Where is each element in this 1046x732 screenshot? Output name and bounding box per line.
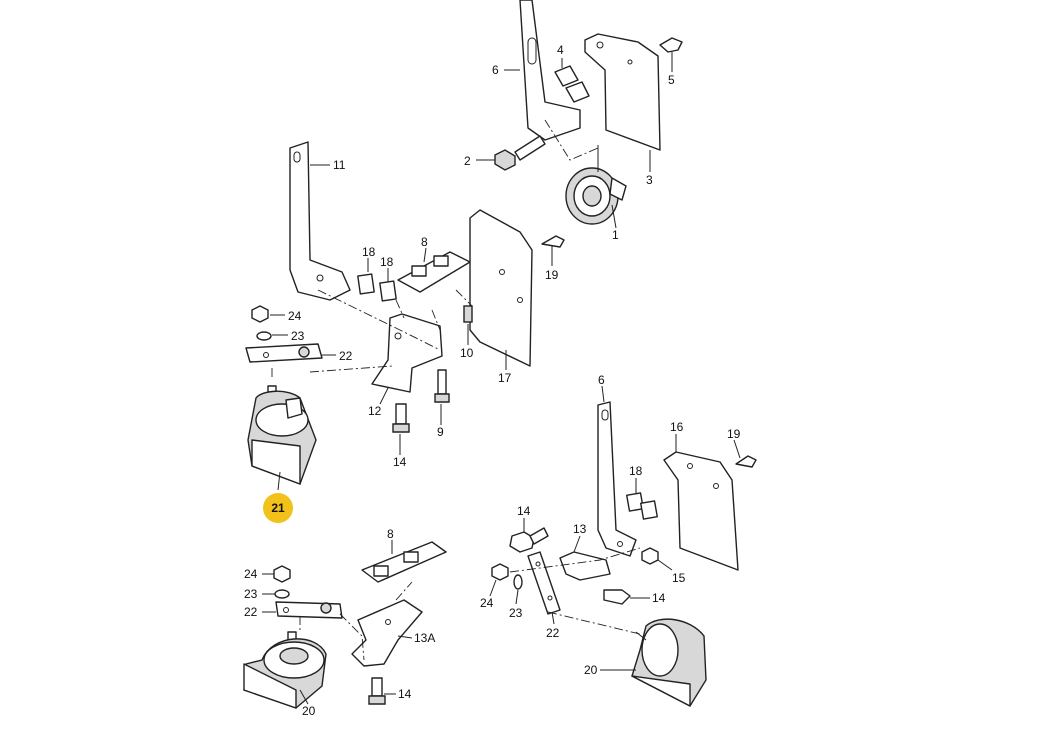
callout-13A[interactable]: 13A — [414, 631, 435, 645]
horn-20-bottom[interactable] — [243, 631, 327, 709]
callout-19-right[interactable]: 19 — [727, 427, 741, 441]
nut-15[interactable] — [641, 547, 659, 565]
callout-16[interactable]: 16 — [670, 420, 684, 434]
callout-17[interactable]: 17 — [498, 371, 512, 385]
callout-18-a[interactable]: 18 — [362, 245, 376, 259]
callout-3[interactable]: 3 — [646, 173, 653, 187]
callout-10[interactable]: 10 — [460, 346, 474, 360]
washer-23-mid[interactable] — [256, 331, 272, 341]
shield-bracket-17[interactable] — [469, 209, 533, 367]
shield-bracket-16[interactable] — [663, 451, 739, 571]
callout-24-right[interactable]: 24 — [480, 596, 494, 610]
horn-20-right[interactable] — [631, 618, 707, 707]
horn-21[interactable] — [247, 385, 317, 485]
assembly-middle — [245, 141, 565, 491]
callout-9[interactable]: 9 — [437, 425, 444, 439]
callout-23-right[interactable]: 23 — [509, 606, 523, 620]
screw-19-mid[interactable] — [541, 235, 565, 248]
clip-nut-18-a[interactable] — [357, 273, 375, 295]
callout-13[interactable]: 13 — [573, 522, 587, 536]
screw-14-bottom[interactable] — [371, 677, 383, 697]
callout-14-right-top[interactable]: 14 — [517, 504, 531, 518]
callout-14-mid[interactable]: 14 — [393, 455, 407, 469]
bracket-13[interactable] — [559, 551, 611, 581]
callout-22-mid[interactable]: 22 — [339, 349, 353, 363]
bracket-6-right[interactable] — [597, 401, 637, 557]
assembly-right — [489, 385, 757, 707]
washer-23-bottom[interactable] — [274, 589, 290, 599]
callout-20-right[interactable]: 20 — [584, 663, 598, 677]
bolt-10[interactable] — [463, 305, 473, 323]
callout-18-b[interactable]: 18 — [380, 255, 394, 269]
screw-19-right[interactable] — [735, 455, 757, 468]
clip-nut-18-b[interactable] — [379, 280, 397, 302]
callout-12[interactable]: 12 — [368, 404, 382, 418]
callout-22-bottom[interactable]: 22 — [244, 605, 258, 619]
callout-5[interactable]: 5 — [668, 73, 675, 87]
bracket-11[interactable] — [289, 141, 351, 301]
callout-21: 21 — [271, 501, 285, 515]
bolt-9[interactable] — [437, 369, 447, 395]
callout-8-bottom[interactable]: 8 — [387, 527, 394, 541]
callout-14-bottom[interactable]: 14 — [398, 687, 412, 701]
callout-20-bottom[interactable]: 20 — [302, 704, 316, 718]
callout-15[interactable]: 15 — [672, 571, 686, 585]
bracket-22-mid[interactable] — [245, 343, 323, 363]
shield-bracket-3[interactable] — [584, 33, 661, 151]
horn-1[interactable] — [565, 145, 627, 225]
screw-14-mid[interactable] — [395, 403, 407, 425]
bracket-22-right[interactable] — [527, 551, 561, 615]
nut-24-mid[interactable] — [251, 305, 269, 323]
washer-23-right[interactable] — [513, 574, 523, 590]
callout-19-mid[interactable]: 19 — [545, 268, 559, 282]
bracket-13A[interactable] — [351, 599, 423, 667]
bolt-14-right-bot[interactable] — [603, 589, 631, 605]
callout-21-highlight[interactable]: 21 — [263, 493, 293, 523]
bolt-2[interactable] — [494, 149, 516, 171]
assembly-top — [476, 0, 683, 229]
bracket-12[interactable] — [371, 313, 443, 393]
callout-22-right[interactable]: 22 — [546, 626, 560, 640]
highlight-circle — [263, 493, 293, 523]
callout-18-right[interactable]: 18 — [629, 464, 643, 478]
screw-5[interactable] — [659, 37, 683, 53]
assembly-bottom — [243, 540, 447, 709]
callout-4[interactable]: 4 — [557, 43, 564, 57]
bracket-6-top[interactable] — [519, 0, 581, 141]
callout-24-bottom[interactable]: 24 — [244, 567, 258, 581]
callout-labels: 1 2 3 4 5 6 11 18 18 8 19 24 23 22 10 17… — [244, 43, 741, 718]
callout-1[interactable]: 1 — [612, 228, 619, 242]
callout-2[interactable]: 2 — [464, 154, 471, 168]
callout-6-top[interactable]: 6 — [492, 63, 499, 77]
nut-24-bottom[interactable] — [273, 565, 291, 583]
callout-6-right[interactable]: 6 — [598, 373, 605, 387]
callout-24-mid[interactable]: 24 — [288, 309, 302, 323]
callout-23-mid[interactable]: 23 — [291, 329, 305, 343]
callout-14-right-bot[interactable]: 14 — [652, 591, 666, 605]
callout-11[interactable]: 11 — [333, 158, 346, 172]
nut-24-right[interactable] — [491, 563, 509, 581]
callout-23-bottom[interactable]: 23 — [244, 587, 258, 601]
clip-nut-18-right[interactable] — [626, 492, 644, 512]
clip-nut-4[interactable] — [554, 65, 579, 87]
callout-8-mid[interactable]: 8 — [421, 235, 428, 249]
